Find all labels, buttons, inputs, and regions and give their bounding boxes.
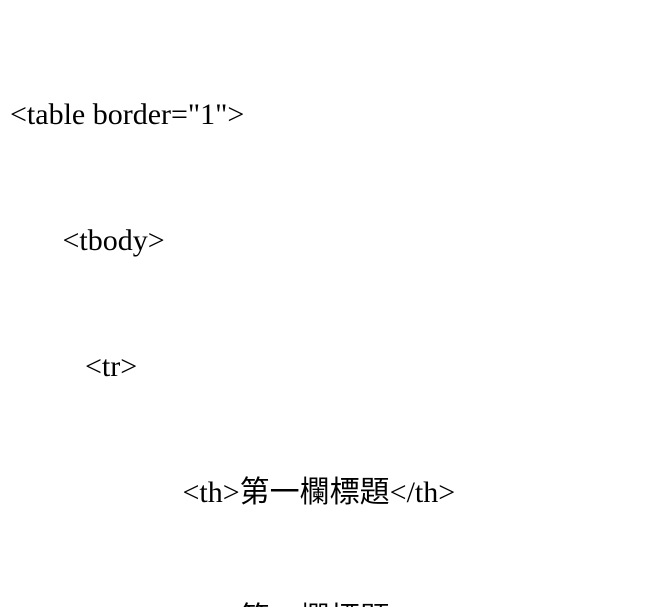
code-line: <tr> [10,350,138,383]
code-line: <th>第二欄標題</th> [10,598,646,607]
code-line: <tbody> [10,224,165,257]
code-line: <table border="1"> [10,98,245,131]
code-line: <th>第一欄標題</th> [10,476,456,509]
